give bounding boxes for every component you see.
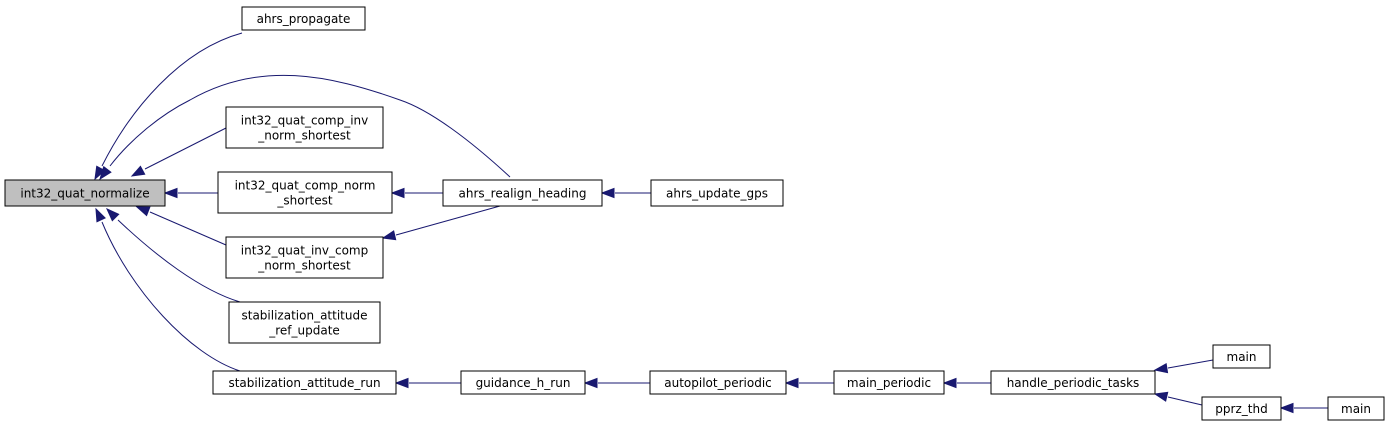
node-ahrs-update-gps[interactable]: ahrs_update_gps [650,179,784,207]
node-guidance-h-run[interactable]: guidance_h_run [460,370,586,395]
node-box [225,236,384,279]
node-box [649,370,787,395]
arrowhead [95,207,106,223]
node-label: int32_quat_normalize [20,187,149,201]
node-label: ahrs_update_gps [666,187,768,201]
edge-n8-to-n7 [600,187,651,199]
node-label: autopilot_periodic [664,376,772,390]
node-autopilot-periodic[interactable]: autopilot_periodic [649,370,787,395]
node-label: ahrs_propagate [257,12,351,26]
node-box [1327,396,1385,421]
arrowhead [394,377,409,389]
edge-n1-to-n0 [94,32,243,181]
node-pprz-thd[interactable]: pprz_thd [1201,396,1282,421]
edge-line [1167,359,1214,369]
node-box [228,301,381,344]
node-stabilization-attitude-ref-update[interactable]: stabilization_attitude_ref_update [228,301,381,344]
node-box [4,179,166,207]
arrowhead [1153,362,1169,374]
edge-n11-to-n10 [784,377,834,389]
node-box [241,6,366,31]
node-label: ahrs_realign_heading [459,187,587,201]
edge-n5-to-n0 [105,207,241,303]
node-int32-quat-comp-norm-shortest[interactable]: int32_quat_comp_norm_shortest [217,171,393,214]
node-box [990,370,1156,395]
node-box [217,171,393,214]
edge-line [101,221,241,372]
edge-n4-to-n0 [135,206,227,246]
edge-n10-to-n9 [583,377,650,389]
edge-n7-to-n4 [381,205,501,241]
node-main-periodic[interactable]: main_periodic [833,370,945,395]
node-stabilization-attitude-run[interactable]: stabilization_attitude_run [212,370,397,395]
arrowhead [163,187,178,199]
edge-line [109,74,511,178]
arrowhead [99,165,112,181]
node-label: main [1227,350,1257,364]
node-label: _norm_shortest [257,129,351,143]
arrowhead [94,165,106,181]
arrowhead [1153,391,1169,402]
node-box [650,179,784,207]
edge-n13-to-n12 [1153,359,1214,374]
node-box [212,370,397,395]
node-main[interactable]: main [1327,396,1385,421]
arrowhead [390,187,405,199]
edge-n14-to-n12 [1153,391,1203,406]
arrowhead [105,207,120,222]
arrowhead [130,165,146,177]
node-handle-periodic-tasks[interactable]: handle_periodic_tasks [990,370,1156,395]
node-label: int32_quat_comp_norm [235,179,376,193]
edge-line [117,219,241,303]
node-int32-quat-inv-comp-norm-shortest[interactable]: int32_quat_inv_comp_norm_shortest [225,236,384,279]
node-box [1201,396,1282,421]
node-label: _shortest [276,194,332,208]
arrowhead [381,230,397,241]
edge-n15-to-n14 [1279,402,1328,414]
node-label: handle_periodic_tasks [1007,376,1140,390]
edge-n2-to-n0 [130,127,227,177]
node-int32-quat-normalize[interactable]: int32_quat_normalize [4,179,166,207]
arrowhead [600,187,615,199]
edge-n6-to-n0 [95,207,241,372]
node-label: int32_quat_comp_inv [241,114,368,128]
node-label: stabilization_attitude [242,309,368,323]
node-label: pprz_thd [1215,402,1267,416]
node-box [1212,344,1271,369]
node-box [225,106,384,149]
arrowhead [1279,402,1294,414]
arrowhead [135,206,151,217]
node-int32-quat-comp-inv-norm-shortest[interactable]: int32_quat_comp_inv_norm_shortest [225,106,384,149]
edge-line [101,32,243,167]
edge-line [395,205,501,236]
edge-n7-to-n0 [99,74,511,181]
arrowhead [583,377,598,389]
edge-n12-to-n11 [942,377,991,389]
edge-line [144,127,227,170]
node-label: guidance_h_run [476,376,571,390]
edge-n7-to-n3 [390,187,443,199]
edge-line [1167,396,1203,406]
node-label: main [1341,402,1371,416]
arrowhead [942,377,957,389]
node-box [442,179,603,207]
node-label: main_periodic [847,376,931,390]
node-box [460,370,586,395]
edge-n3-to-n0 [163,187,218,199]
arrowhead [784,377,799,389]
node-label: _norm_shortest [257,259,351,273]
node-box [833,370,945,395]
edge-n9-to-n6 [394,377,461,389]
node-label: _ref_update [268,324,340,338]
node-ahrs-propagate[interactable]: ahrs_propagate [241,6,366,31]
node-label: stabilization_attitude_run [228,376,380,390]
node-main[interactable]: main [1212,344,1271,369]
node-label: int32_quat_inv_comp [241,244,368,258]
edge-line [149,211,227,246]
node-ahrs-realign-heading[interactable]: ahrs_realign_heading [442,179,603,207]
